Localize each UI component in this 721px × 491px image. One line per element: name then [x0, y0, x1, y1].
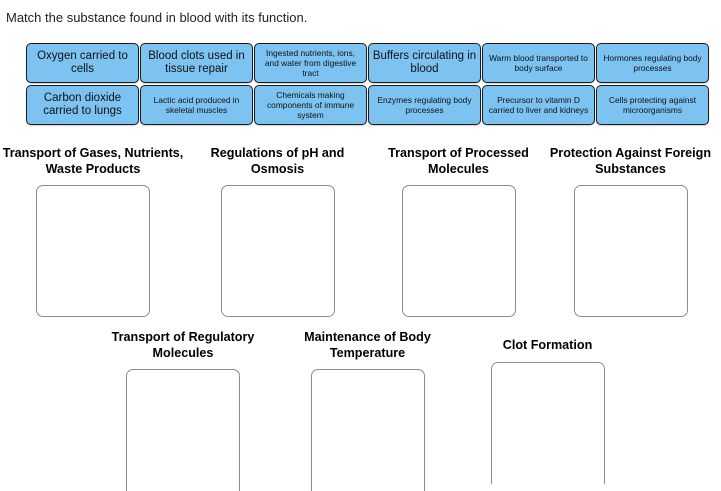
- tile-bank: Oxygen carried to cells Blood clots used…: [26, 43, 710, 126]
- category-group: Transport of Regulatory Molecules: [90, 330, 276, 491]
- drop-zone[interactable]: [36, 185, 150, 317]
- tile-label: Lactic acid produced in skeletal muscles: [153, 94, 240, 115]
- category-group: Clot Formation: [459, 330, 636, 484]
- tile-label: Enzymes regulating body processes: [377, 94, 472, 115]
- category-title: Transport of Processed Molecules: [388, 146, 529, 176]
- tile-label: Hormones regulating body processes: [603, 52, 702, 73]
- category-title: Transport of Regulatory Molecules: [111, 330, 255, 360]
- draggable-tile[interactable]: Enzymes regulating body processes: [368, 85, 481, 125]
- drop-zone[interactable]: [220, 185, 335, 317]
- tile-label: Buffers circulating in blood: [372, 49, 477, 76]
- category-title: Transport of Gases, Nutrients, Waste Pro…: [2, 146, 184, 176]
- category-title: Maintenance of Body Temperature: [304, 330, 431, 360]
- tile-bank-row-1: Oxygen carried to cells Blood clots used…: [26, 43, 710, 83]
- draggable-tile[interactable]: Ingested nutrients, ions, and water from…: [254, 43, 367, 83]
- category-group: Transport of Processed Molecules: [369, 146, 548, 317]
- draggable-tile[interactable]: Chemicals making components of immune sy…: [254, 85, 367, 125]
- draggable-tile[interactable]: Precursor to vitamin D carried to liver …: [482, 85, 595, 125]
- drop-zone[interactable]: [490, 361, 605, 484]
- category-group: Protection Against Foreign Substances: [548, 146, 713, 317]
- category-title: Clot Formation: [502, 338, 593, 352]
- tile-label: Cells protecting against microorganisms: [608, 94, 697, 115]
- tile-label: Carbon dioxide carried to lungs: [43, 91, 122, 118]
- tile-label: Ingested nutrients, ions, and water from…: [264, 47, 357, 79]
- tile-label: Precursor to vitamin D carried to liver …: [488, 94, 589, 115]
- category-group: Regulations of pH and Osmosis: [186, 146, 369, 317]
- tile-label: Warm blood transported to body surface: [489, 52, 588, 73]
- tile-label: Blood clots used in tissue repair: [148, 49, 245, 76]
- category-title: Protection Against Foreign Substances: [549, 146, 712, 176]
- tile-label: Oxygen carried to cells: [37, 49, 128, 76]
- drop-zone[interactable]: [310, 369, 425, 491]
- category-group: Transport of Gases, Nutrients, Waste Pro…: [0, 146, 186, 317]
- page-title: Match the substance found in blood with …: [6, 10, 308, 25]
- tile-label: Chemicals making components of immune sy…: [266, 89, 355, 121]
- drop-zone[interactable]: [126, 369, 240, 491]
- drop-zone[interactable]: [401, 185, 516, 317]
- draggable-tile[interactable]: Hormones regulating body processes: [596, 43, 709, 83]
- tile-bank-row-2: Carbon dioxide carried to lungs Lactic a…: [26, 85, 710, 125]
- draggable-tile[interactable]: Carbon dioxide carried to lungs: [26, 85, 139, 125]
- category-group: Maintenance of Body Temperature: [276, 330, 459, 491]
- draggable-tile[interactable]: Buffers circulating in blood: [368, 43, 481, 83]
- draggable-tile[interactable]: Lactic acid produced in skeletal muscles: [140, 85, 253, 125]
- draggable-tile[interactable]: Oxygen carried to cells: [26, 43, 139, 83]
- draggable-tile[interactable]: Blood clots used in tissue repair: [140, 43, 253, 83]
- draggable-tile[interactable]: Warm blood transported to body surface: [482, 43, 595, 83]
- draggable-tile[interactable]: Cells protecting against microorganisms: [596, 85, 709, 125]
- category-title: Regulations of pH and Osmosis: [210, 146, 345, 176]
- drop-zone[interactable]: [573, 185, 688, 317]
